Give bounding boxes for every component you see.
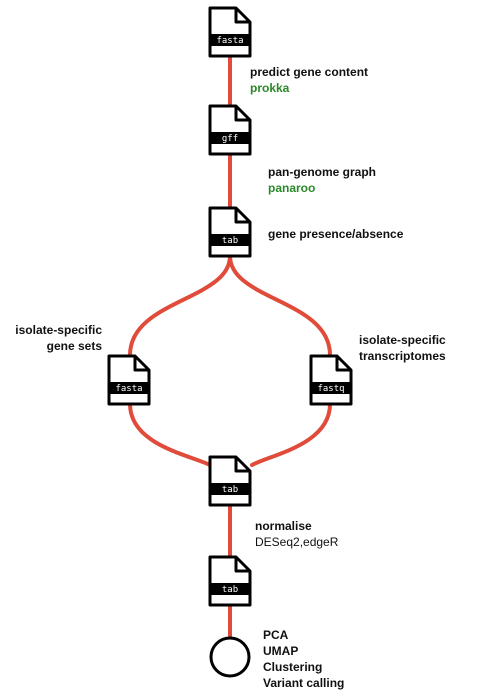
- edge-tab-right: [228, 254, 332, 357]
- step-title: normalise: [255, 519, 312, 533]
- file-icon-fasta-left: fasta: [107, 354, 151, 406]
- file-label: fastq: [317, 384, 344, 394]
- file-label: fasta: [115, 384, 142, 394]
- branch-line-2: transcriptomes: [359, 349, 446, 363]
- file-icon-tab-normalised: tab: [208, 555, 252, 607]
- right-branch-label: isolate-specific transcriptomes: [359, 332, 446, 364]
- step-tool: prokka: [250, 81, 290, 95]
- analyses-list: PCA UMAP Clustering Variant calling: [263, 627, 344, 691]
- step-title: gene presence/absence: [268, 227, 404, 241]
- file-icon-tab-merged: tab: [208, 455, 252, 507]
- analysis-item: PCA: [263, 628, 289, 642]
- file-label: tab: [222, 236, 238, 246]
- edge-right-tab2: [250, 402, 332, 467]
- analysis-item: UMAP: [263, 644, 299, 658]
- edge-left-tab2: [128, 402, 212, 467]
- edge-tab-left: [128, 254, 232, 357]
- branch-line-1: isolate-specific: [359, 333, 446, 347]
- step-presence-label: gene presence/absence: [268, 226, 403, 242]
- file-icon-fasta-top: fasta: [208, 6, 252, 58]
- file-icon-gff: gff: [208, 104, 252, 156]
- step-pangenome-label: pan-genome graph panaroo: [268, 164, 376, 196]
- analysis-item: Variant calling: [263, 676, 345, 690]
- file-icon-fastq-right: fastq: [309, 354, 353, 406]
- step-title: predict gene content: [250, 65, 369, 79]
- branch-line-1: isolate-specific: [15, 323, 102, 337]
- analysis-endpoint-circle: [209, 636, 251, 678]
- file-label: gff: [222, 134, 238, 144]
- step-normalise-label: normalise DESeq2,edgeR: [255, 518, 338, 550]
- file-icon-tab-presence: tab: [208, 206, 252, 258]
- file-label: fasta: [216, 36, 243, 46]
- step-title: pan-genome graph: [268, 165, 377, 179]
- step-tool: DESeq2,edgeR: [255, 535, 339, 549]
- analysis-item: Clustering: [263, 660, 323, 674]
- left-branch-label: isolate-specific gene sets: [4, 322, 102, 354]
- connectors: [128, 56, 332, 639]
- step-tool: panaroo: [268, 181, 316, 195]
- file-label: tab: [222, 485, 238, 495]
- branch-line-2: gene sets: [46, 339, 102, 353]
- step-predict-label: predict gene content prokka: [250, 64, 368, 96]
- file-label: tab: [222, 585, 238, 595]
